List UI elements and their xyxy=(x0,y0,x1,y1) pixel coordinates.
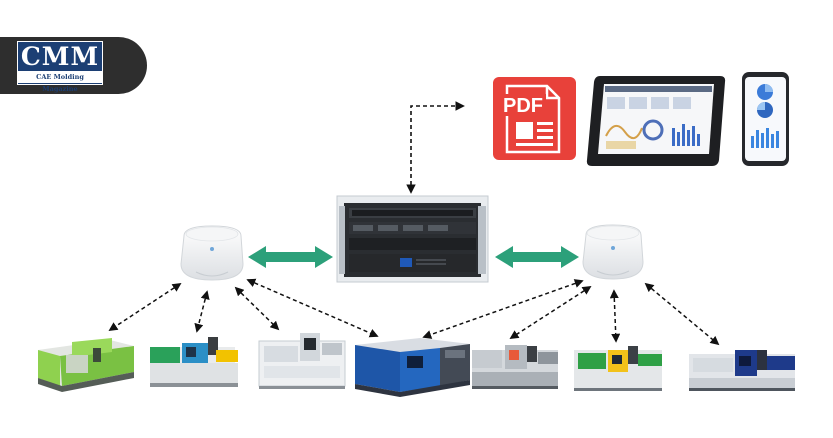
injection-molding-machine-3 xyxy=(258,333,346,389)
link-ap-left-machine-4 xyxy=(246,278,379,338)
injection-molding-machine-7 xyxy=(689,350,795,391)
injection-molding-machine-2 xyxy=(150,337,238,387)
link-ap-left-machine-3 xyxy=(234,286,280,331)
wireless-access-point-right xyxy=(582,224,644,280)
logo: CMM CAE Molding Magazine xyxy=(17,41,103,93)
logo-title: CMM xyxy=(20,42,100,71)
link-ap-left-machine-2 xyxy=(194,290,210,333)
injection-molding-machine-1 xyxy=(38,338,134,392)
tablet-icon xyxy=(586,76,726,166)
injection-molding-machine-5 xyxy=(472,345,558,389)
machine-connection-arrows xyxy=(108,278,720,346)
server-rack xyxy=(336,195,489,283)
wireless-access-point-left xyxy=(180,225,244,281)
wireless-link-left xyxy=(248,246,333,268)
link-ap-right-machine-6 xyxy=(609,289,621,343)
injection-molding-machine-4 xyxy=(355,338,470,397)
smartphone-icon xyxy=(742,72,789,166)
pdf-document-icon: PDF xyxy=(493,77,576,160)
server-to-outputs-arrow xyxy=(406,101,465,194)
injection-molding-machine-6 xyxy=(574,346,662,391)
wireless-link-right xyxy=(495,246,579,268)
link-ap-right-machine-5 xyxy=(509,286,592,339)
link-ap-left-machine-1 xyxy=(108,283,182,331)
link-ap-right-machine-4 xyxy=(422,279,584,339)
logo-tagline: CAE Molding Magazine xyxy=(18,71,102,93)
pdf-label: PDF xyxy=(503,95,543,117)
link-ap-right-machine-7 xyxy=(644,282,720,346)
